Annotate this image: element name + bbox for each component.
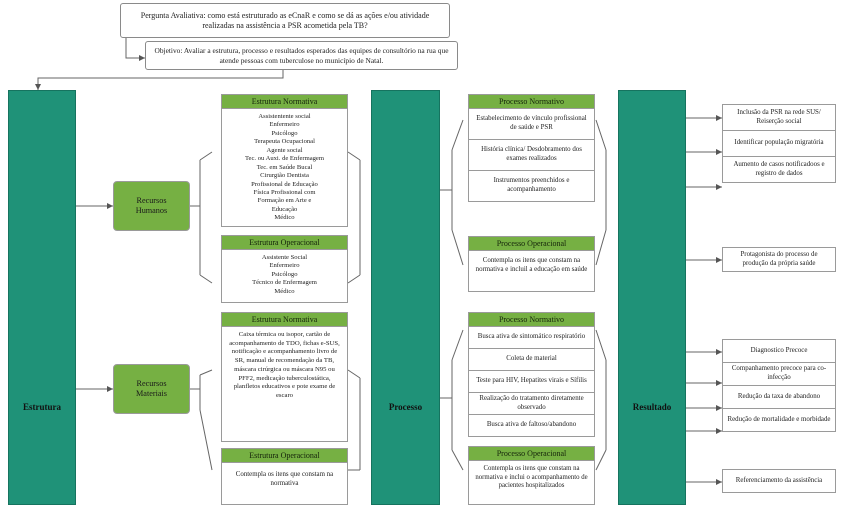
list-item: História clínica/ Desdobramento dos exam… [468, 139, 595, 171]
group-header: Estrutura Operacional [222, 236, 347, 250]
evaluative-question-text: Pergunta Avaliativa: como está estrutura… [140, 10, 430, 30]
list-item: Enfermeiro [269, 121, 300, 129]
pillar-resultado: Resultado [618, 90, 686, 505]
list-item: Busca ativa de sintomático respiratório [468, 326, 595, 349]
group-processo-normativo-1: Processo Normativo Estabelecimento de ví… [468, 94, 595, 202]
group-header: Processo Normativo [469, 313, 594, 327]
result-chip: Aumento de casos notificadoos e registro… [722, 156, 836, 183]
list-item: Busca ativa de faltoso/abandono [468, 414, 595, 437]
group-body-text: Contempla os itens que constam na normat… [475, 257, 588, 273]
list-item: Psicólogo [271, 129, 298, 137]
list-item: Teste para HIV, Hepatites virais e Sífil… [468, 370, 595, 393]
list-item: Assistente Social [261, 254, 308, 261]
result-chips-top: Inclusão da PSR na rede SUS/ Reiserção s… [722, 104, 836, 183]
pillar-processo: Processo [371, 90, 440, 505]
result-chip: Redução de mortalidade e morbidade [722, 408, 836, 432]
result-chips-last: Referenciamento da assistência [722, 469, 836, 493]
list-item: Psicólogo [271, 270, 298, 278]
category-recursos-materiais-line1: Recursos [136, 378, 167, 388]
list-item: Médico [274, 287, 295, 295]
list-item: Terapeuta Ocupacional [254, 138, 315, 146]
group-processo-operacional-1: Processo Operacional Contempla os itens … [468, 236, 595, 292]
group-header: Processo Normativo [469, 95, 594, 109]
pillar-resultado-label: Resultado [632, 402, 672, 412]
list-item: Instrumentos preenchidos e acompanhament… [468, 170, 595, 202]
group-estrutura-normativa-rh: Estrutura Normativa Assistentente social… [221, 94, 348, 227]
category-recursos-humanos-line1: Recursos [136, 195, 167, 205]
category-recursos-materiais: Recursos Materiais [113, 364, 190, 414]
list-item: Técnico de Enfermagem [252, 279, 317, 287]
group-body-text: Contempla os itens que constam na normat… [475, 465, 588, 490]
result-chip: Redução da taxa de abandono [722, 385, 836, 409]
list-item: Tec. em Saúde Bucal [256, 163, 313, 171]
list-item: Educação [271, 205, 298, 213]
list-item: Tec. ou Auxi. de Enfermagem [244, 155, 324, 163]
result-chip: Identificar população migratória [722, 130, 836, 157]
group-header: Processo Operacional [469, 447, 594, 461]
category-recursos-humanos: Recursos Humanos [113, 181, 190, 231]
list-item: Física Profissional com [253, 188, 316, 196]
pillar-estrutura: Estrutura [8, 90, 76, 505]
result-chip: Protagonista do processo de produção da … [722, 247, 836, 272]
group-header: Estrutura Normativa [222, 313, 347, 327]
category-recursos-materiais-line2: Materiais [136, 389, 167, 398]
group-row-list: Estabelecimento de vínculo profissional … [468, 108, 595, 202]
group-body-text: Contempla os itens que constam na normat… [235, 471, 334, 487]
list-item: Formação em Arte e [257, 197, 312, 205]
list-item: Enfermeiro [269, 262, 300, 270]
list-item: Médico [274, 214, 295, 222]
group-estrutura-normativa-rm: Estrutura Normativa Caixa térmica ou iso… [221, 312, 348, 442]
group-processo-operacional-2: Processo Operacional Contempla os itens … [468, 446, 595, 505]
pillar-processo-label: Processo [388, 402, 423, 412]
objective-text: Objetivo: Avaliar a estrutura, processo … [154, 46, 449, 65]
group-processo-normativo-2: Processo Normativo Busca ativa de sintom… [468, 312, 595, 437]
result-chip: Referenciamento da assistência [722, 469, 836, 493]
group-header: Estrutura Operacional [222, 449, 347, 463]
result-chip: Companhamento precoce para co-infecção [722, 362, 836, 386]
evaluative-question-box: Pergunta Avaliativa: como está estrutura… [120, 3, 450, 38]
list-item: Cirurgião Dentista [260, 172, 309, 180]
group-header: Estrutura Normativa [222, 95, 347, 109]
list-item: Estabelecimento de vínculo profissional … [468, 108, 595, 140]
list-item: Agente social [266, 146, 303, 154]
list-item: Realização do tratamento diretamente obs… [468, 392, 595, 415]
category-recursos-humanos-line2: Humanos [135, 206, 168, 215]
group-header: Processo Operacional [469, 237, 594, 251]
objective-box: Objetivo: Avaliar a estrutura, processo … [145, 41, 458, 70]
pillar-estrutura-label: Estrutura [23, 402, 61, 412]
list-item: Coleta de material [468, 348, 595, 371]
list-item: Profissional de Educação [251, 180, 318, 188]
result-chips-mid: Protagonista do processo de produção da … [722, 247, 836, 272]
group-body-text: Caixa térmica ou isopor, cartão de acomp… [229, 331, 340, 399]
list-item: Assistentente social [258, 113, 311, 120]
result-chip: Diagnostico Precoce [722, 339, 836, 363]
result-chip: Inclusão da PSR na rede SUS/ Reiserção s… [722, 104, 836, 131]
group-estrutura-operacional-rm: Estrutura Operacional Contempla os itens… [221, 448, 348, 505]
